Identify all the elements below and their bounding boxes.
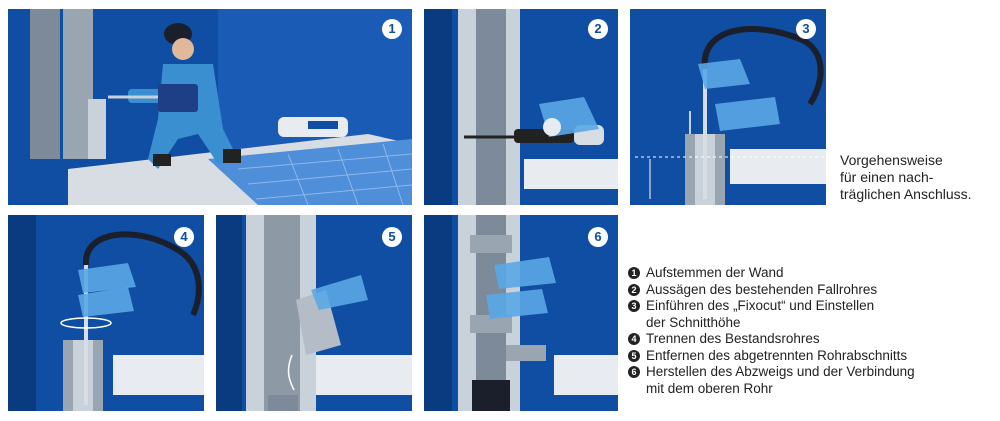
branch-connection-illustration [424,215,618,411]
legend-text: Einführen des „Fixocut“ und Einstellen [646,298,875,313]
procedure-caption: Vorgehensweise für einen nach- trägliche… [840,152,990,203]
legend-marker: 1 [628,267,640,279]
legend-item: 4 Trennen des Bestandsrohres [628,331,998,348]
legend-item: 1 Aufstemmen der Wand [628,265,998,282]
legend-item: 5 Entfernen des abgetrennten Rohrabschnit… [628,348,998,365]
step-panel-6: 6 [424,215,618,411]
legend-text: Aufstemmen der Wand [646,265,784,280]
legend-marker: 4 [628,333,640,345]
step-number-badge: 6 [588,227,608,247]
legend-text: Trennen des Bestandsrohres [646,331,820,346]
step-number-badge: 3 [796,19,816,39]
step-panel-3: 3 [630,9,826,205]
caption-line: Vorgehensweise [840,152,943,168]
legend-marker: 6 [628,366,640,378]
legend-marker: 2 [628,283,640,296]
legend-text-continuation: mit dem oberen Rohr [646,380,773,396]
caption-line: träglichen Anschluss. [840,186,972,202]
step-panel-1: 1 [8,9,412,205]
legend-marker: 5 [628,349,640,362]
step-panel-2: 2 [424,9,618,205]
step-number-badge: 2 [588,19,608,39]
pipe-sawing-illustration [424,9,618,205]
step-number-badge: 4 [174,227,194,247]
steps-legend: 1 Aufstemmen der Wand 2 Aussägen des beste… [628,265,998,397]
pipe-section-removal-illustration [216,215,412,411]
step-panel-5: 5 [216,215,412,411]
legend-text: Herstellen des Abzweigs und der Verbindu… [646,364,915,379]
legend-marker: 3 [628,300,640,312]
legend-text: Entfernen des abgetrennten Rohrabschnitt… [646,347,908,363]
wall-opening-illustration [8,9,412,205]
legend-text: Aussägen des bestehenden Fallrohres [646,281,878,297]
step-number-badge: 5 [382,227,402,247]
step-number-badge: 1 [382,19,402,39]
caption-line: für einen nach- [840,169,934,185]
pipe-cutting-illustration [8,215,204,411]
legend-item: 2 Aussägen des bestehenden Fallrohres [628,282,998,299]
legend-text-continuation: der Schnitthöhe [646,314,741,330]
step-panel-4: 4 [8,215,204,411]
legend-item: 6 Herstellen des Abzweigs und der Verbind… [628,364,998,397]
worker-figure [108,23,241,169]
fixocut-insertion-illustration [630,9,826,205]
